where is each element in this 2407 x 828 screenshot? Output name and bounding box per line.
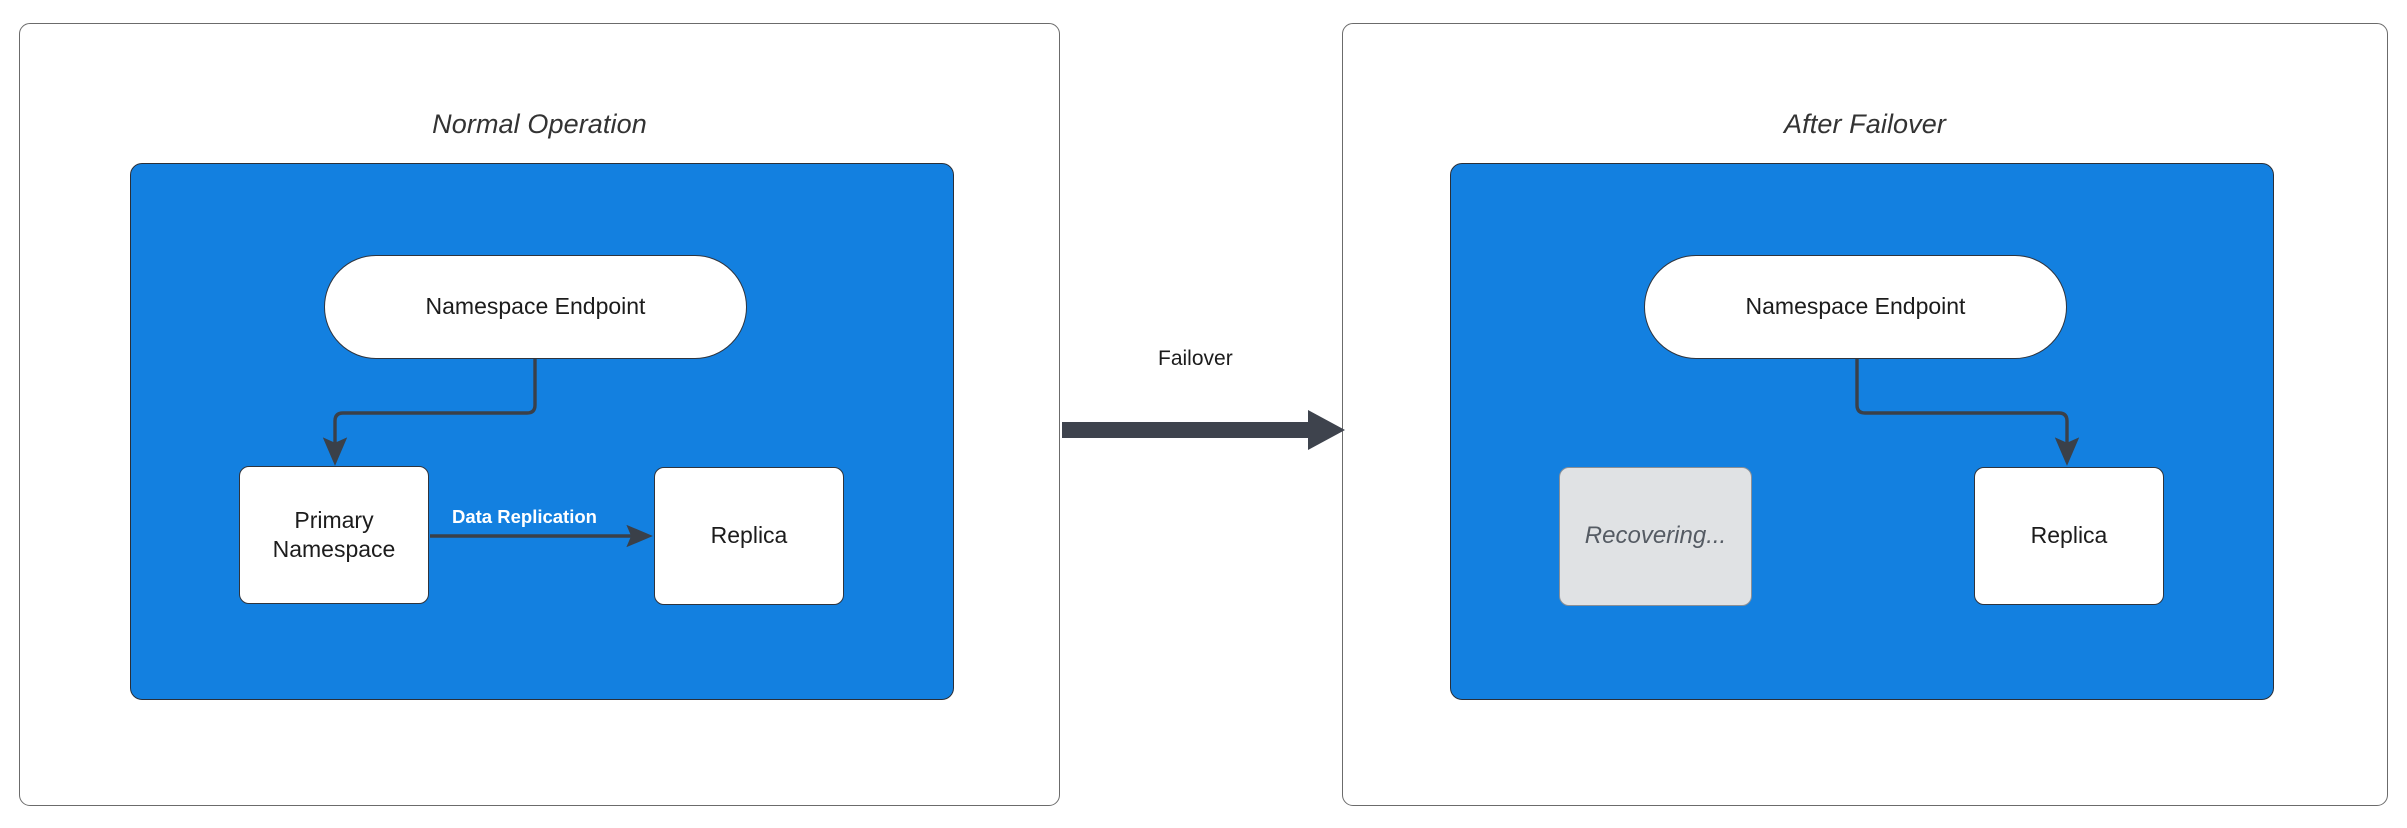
panel-title-normal-operation: Normal Operation [432,109,647,139]
node-recovering[interactable]: Recovering... [1559,467,1752,606]
node-label: Namespace Endpoint [425,293,646,320]
node-label: Namespace Endpoint [1745,293,1966,320]
node-primary-namespace[interactable]: Primary Namespace [239,466,429,604]
node-label: Recovering... [1584,522,1727,550]
region-normal-operation [130,163,954,700]
node-label-line2: Namespace [272,536,396,562]
node-replica-right[interactable]: Replica [1974,467,2164,605]
edge-failover-transition [1062,410,1345,450]
node-label-line1: Primary [294,506,374,533]
panel-title-after-failover: After Failover [1784,109,1946,139]
region-after-failover [1450,163,2274,700]
node-label: Replica [2030,522,2108,549]
edge-label-data-replication: Data Replication [452,506,597,527]
node-label: Primary Namespace [273,506,396,565]
node-namespace-endpoint-left[interactable]: Namespace Endpoint [324,255,747,359]
edge-label-failover: Failover [1158,347,1233,370]
node-label: Replica [710,522,788,549]
node-namespace-endpoint-right[interactable]: Namespace Endpoint [1644,255,2067,359]
node-replica-left[interactable]: Replica [654,467,844,605]
